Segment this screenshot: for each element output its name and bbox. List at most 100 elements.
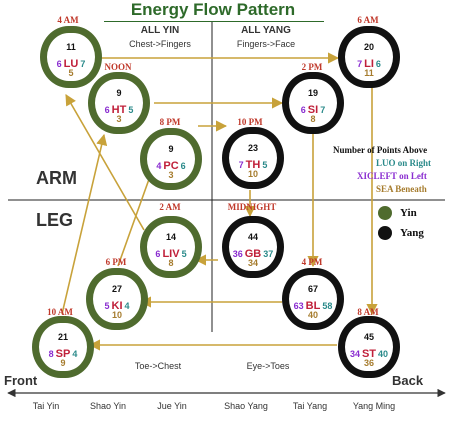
luo-point: 5 [128,105,134,115]
xicleft-point: 7 [238,160,244,170]
xicleft-point: 5 [104,301,110,311]
arrow-sp-ht [61,133,108,315]
xicleft-point: 7 [357,59,363,69]
meridian-abbr: HT [111,104,127,116]
channel-tai-yin: Tai Yin [32,401,60,411]
meridian-abbr: LIV [162,248,180,260]
meridian-ring-ht [88,72,150,134]
xicleft-point: 6 [56,59,62,69]
points-count: 44 [247,232,258,242]
header-yang-title: ALL YANG [241,25,291,36]
points-count: 45 [363,332,374,342]
header-yin-title: ALL YIN [140,25,180,36]
luo-point: 6 [180,161,186,171]
time-label-li: 6 AM [357,15,379,25]
time-label-th: 10 PM [237,117,263,127]
meridian-ring-st [338,316,400,378]
meridian-ring-lu [40,26,102,88]
sea-point: 34 [247,258,258,268]
sea-point: 8 [168,258,174,268]
time-label-st: 8 AM [357,307,379,317]
sea-point: 36 [363,358,374,368]
leg-label: LEG [36,210,74,230]
luo-point: 40 [378,349,389,359]
channel-jue-yin: Jue Yin [157,401,187,411]
legend-luo: LUO on Right [376,158,432,168]
arrow-ki-pc [117,166,155,267]
time-label-si: 2 PM [301,62,323,72]
time-label-pc: 8 PM [159,117,181,127]
luo-point: 5 [181,249,187,259]
xicleft-point: 34 [349,349,360,359]
legend-sea: SEA Beneath [376,184,427,194]
footer-eye-toes: Eye->Toes [246,361,290,371]
channel-shao-yang: Shao Yang [224,401,268,411]
meridian-abbr: SP [55,348,71,360]
sea-point: 10 [111,310,122,320]
meridian-abbr: GB [244,248,262,260]
sea-point: 11 [364,68,374,78]
xicleft-point: 36 [232,249,243,259]
time-label-lu: 4 AM [57,15,79,25]
points-count: 23 [247,143,258,153]
sea-point: 40 [307,310,318,320]
points-count: 11 [66,42,76,52]
time-label-ht: NOON [104,62,132,72]
meridian-abbr: LI [364,58,374,70]
channel-tai-yang: Tai Yang [292,401,328,411]
time-label-gb: MIDNIGHT [227,202,277,212]
arm-label: ARM [36,168,77,188]
meridian-ring-li [338,26,400,88]
header-yang-sub: Fingers->Face [236,39,296,49]
legend-xicleft: XICLEFT on Left [357,171,427,181]
meridian-ring-gb [222,216,284,278]
meridian-abbr: LU [63,58,79,70]
points-count: 20 [363,42,374,52]
meridian-ring-liv [140,216,202,278]
xicleft-point: 4 [156,161,162,171]
sea-point: 10 [247,169,258,179]
luo-point: 7 [80,59,86,69]
sea-point: 5 [68,68,74,78]
header-yin-sub: Chest->Fingers [129,39,191,49]
back-label: Back [392,373,424,388]
xicleft-point: 8 [48,349,54,359]
channel-yang-ming: Yang Ming [352,401,396,411]
time-label-bl: 4 PM [301,257,323,267]
meridian-ring-bl [282,268,344,330]
footer-toe-chest: Toe->Chest [134,361,182,371]
points-count: 14 [165,232,176,242]
legend-yin-swatch [378,206,392,220]
meridian-ring-th [222,127,284,189]
meridian-ring-pc [140,128,202,190]
time-label-liv: 2 AM [159,202,181,212]
points-count: 67 [307,284,318,294]
luo-point: 7 [320,105,326,115]
points-count: 27 [111,284,122,294]
meridian-ring-si [282,72,344,134]
points-count: 9 [168,144,174,154]
legend-heading: Number of Points Above [333,145,428,155]
xicleft-point: 6 [155,249,161,259]
